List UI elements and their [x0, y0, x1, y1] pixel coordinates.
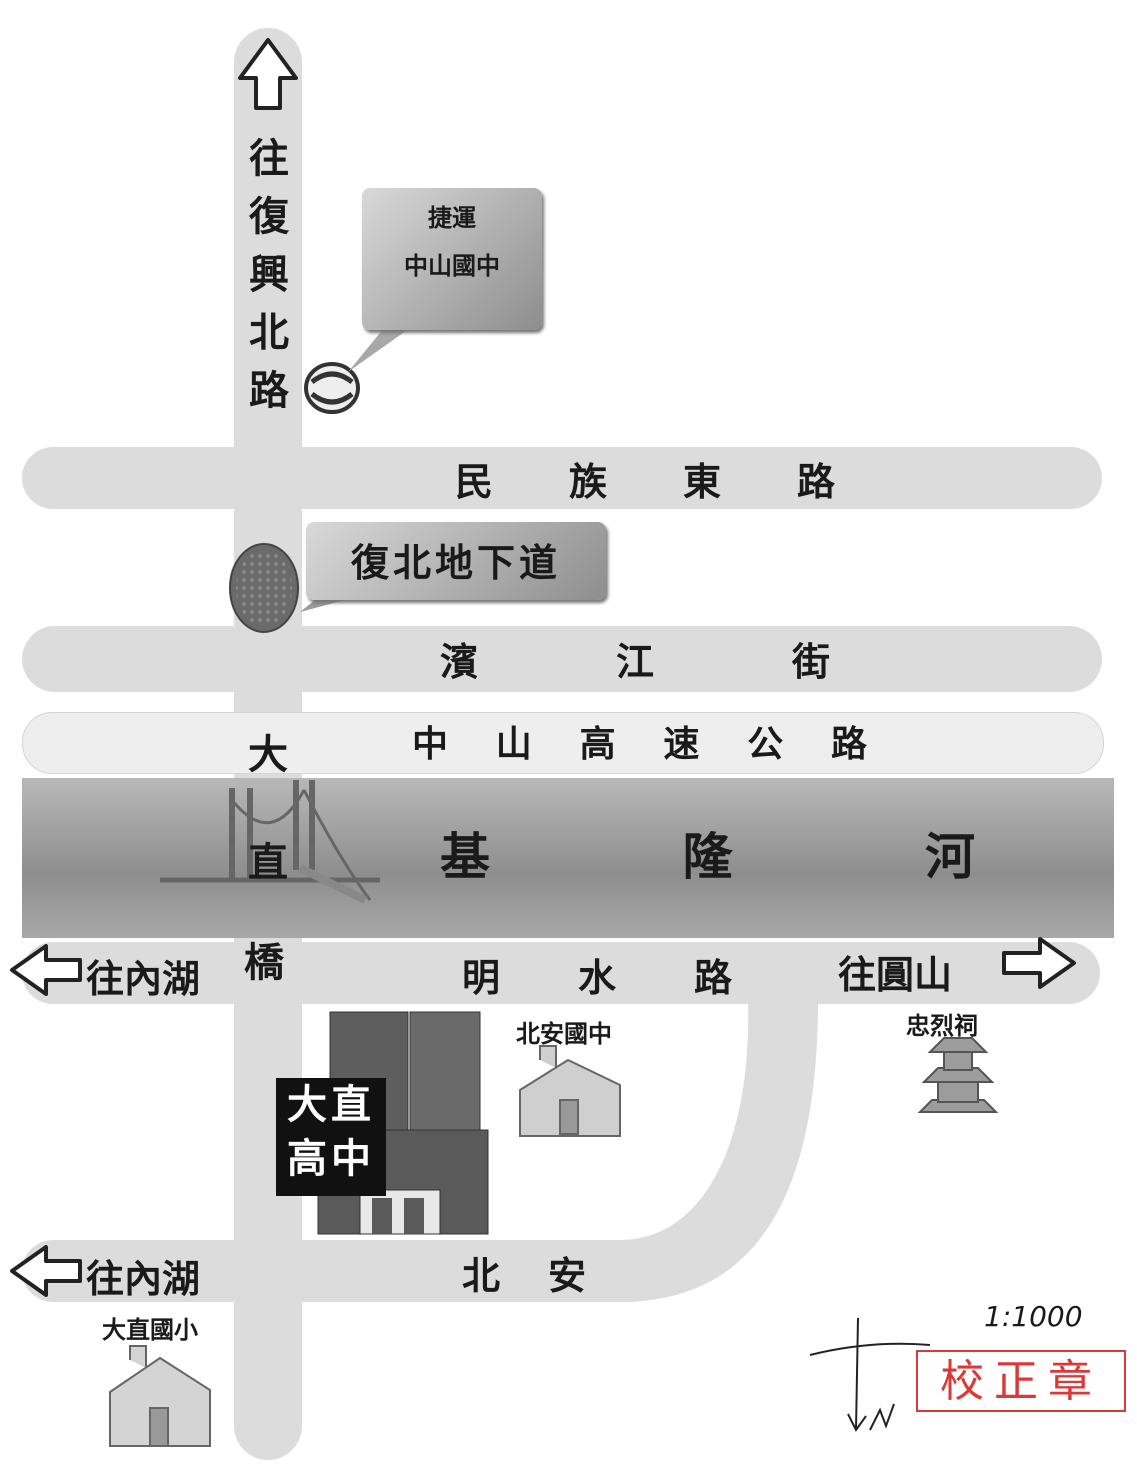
direction-neihu-bottom: 往內湖	[86, 1256, 201, 1301]
dazhi-elementary-building-icon	[109, 1345, 211, 1447]
underpass-marker-icon	[229, 543, 299, 633]
compass-mark-icon	[809, 1317, 931, 1432]
curved-connector-road	[620, 1000, 818, 1302]
school-name-line2: 高中	[287, 1135, 375, 1182]
binjiang-street-label: 濱江 街	[440, 638, 830, 684]
correction-stamp-text: 校正章	[940, 1356, 1102, 1407]
mrt-line-label: 捷運	[428, 203, 476, 232]
school-name-line1: 大直	[287, 1081, 375, 1128]
beian-junior-high-label: 北安國中	[516, 1019, 612, 1048]
mrt-callout-tail	[348, 328, 410, 372]
beian-junior-high-building-icon	[519, 1045, 621, 1137]
mrt-station-name: 中山國中	[404, 251, 500, 280]
mingshui-road	[22, 942, 1100, 1004]
underpass-label: 復北地下道	[350, 540, 561, 585]
keelung-river	[22, 778, 1114, 938]
school-name-box: 大直 高中	[276, 1078, 386, 1196]
bridge-label-top: 大	[248, 731, 288, 778]
correction-stamp: 校正章	[916, 1350, 1126, 1412]
minzu-east-road-label: 民族 東路	[455, 458, 835, 504]
martyrs-shrine-label: 忠烈祠	[906, 1011, 978, 1040]
keelung-river-label: 基隆河	[440, 827, 975, 886]
arrow-left-icon-bottom	[10, 1245, 82, 1297]
north-arrow-icon	[238, 38, 298, 110]
school-building-icon	[317, 1011, 489, 1235]
fuxing-north-road-label: 往復興北路	[249, 135, 289, 414]
arrow-right-icon	[1002, 937, 1076, 989]
dazhi-elementary-label: 大直國小	[102, 1315, 198, 1344]
mrt-logo-icon	[304, 362, 360, 414]
beian-road	[22, 1240, 662, 1302]
zhongshan-highway-label: 中山 高速 公路	[412, 723, 867, 765]
direction-neihu-top: 往內湖	[86, 956, 201, 1001]
mingshui-road-label: 明水 路	[462, 954, 732, 1000]
binjiang-street	[22, 626, 1102, 692]
zhongshan-highway	[22, 712, 1104, 774]
dazhi-bridge-icon	[160, 780, 380, 904]
bridge-label-bottom: 橋	[244, 939, 284, 986]
scale-annotation: 1:1000	[984, 1300, 1083, 1333]
martyrs-shrine-icon	[917, 1037, 999, 1113]
direction-yuanshan: 往圓山	[838, 952, 953, 997]
bridge-label-mid: 直	[248, 839, 288, 886]
mrt-station-callout	[362, 188, 542, 330]
underpass-callout	[306, 522, 606, 600]
arrow-left-icon-top	[10, 944, 82, 996]
minzu-east-road	[22, 447, 1102, 509]
